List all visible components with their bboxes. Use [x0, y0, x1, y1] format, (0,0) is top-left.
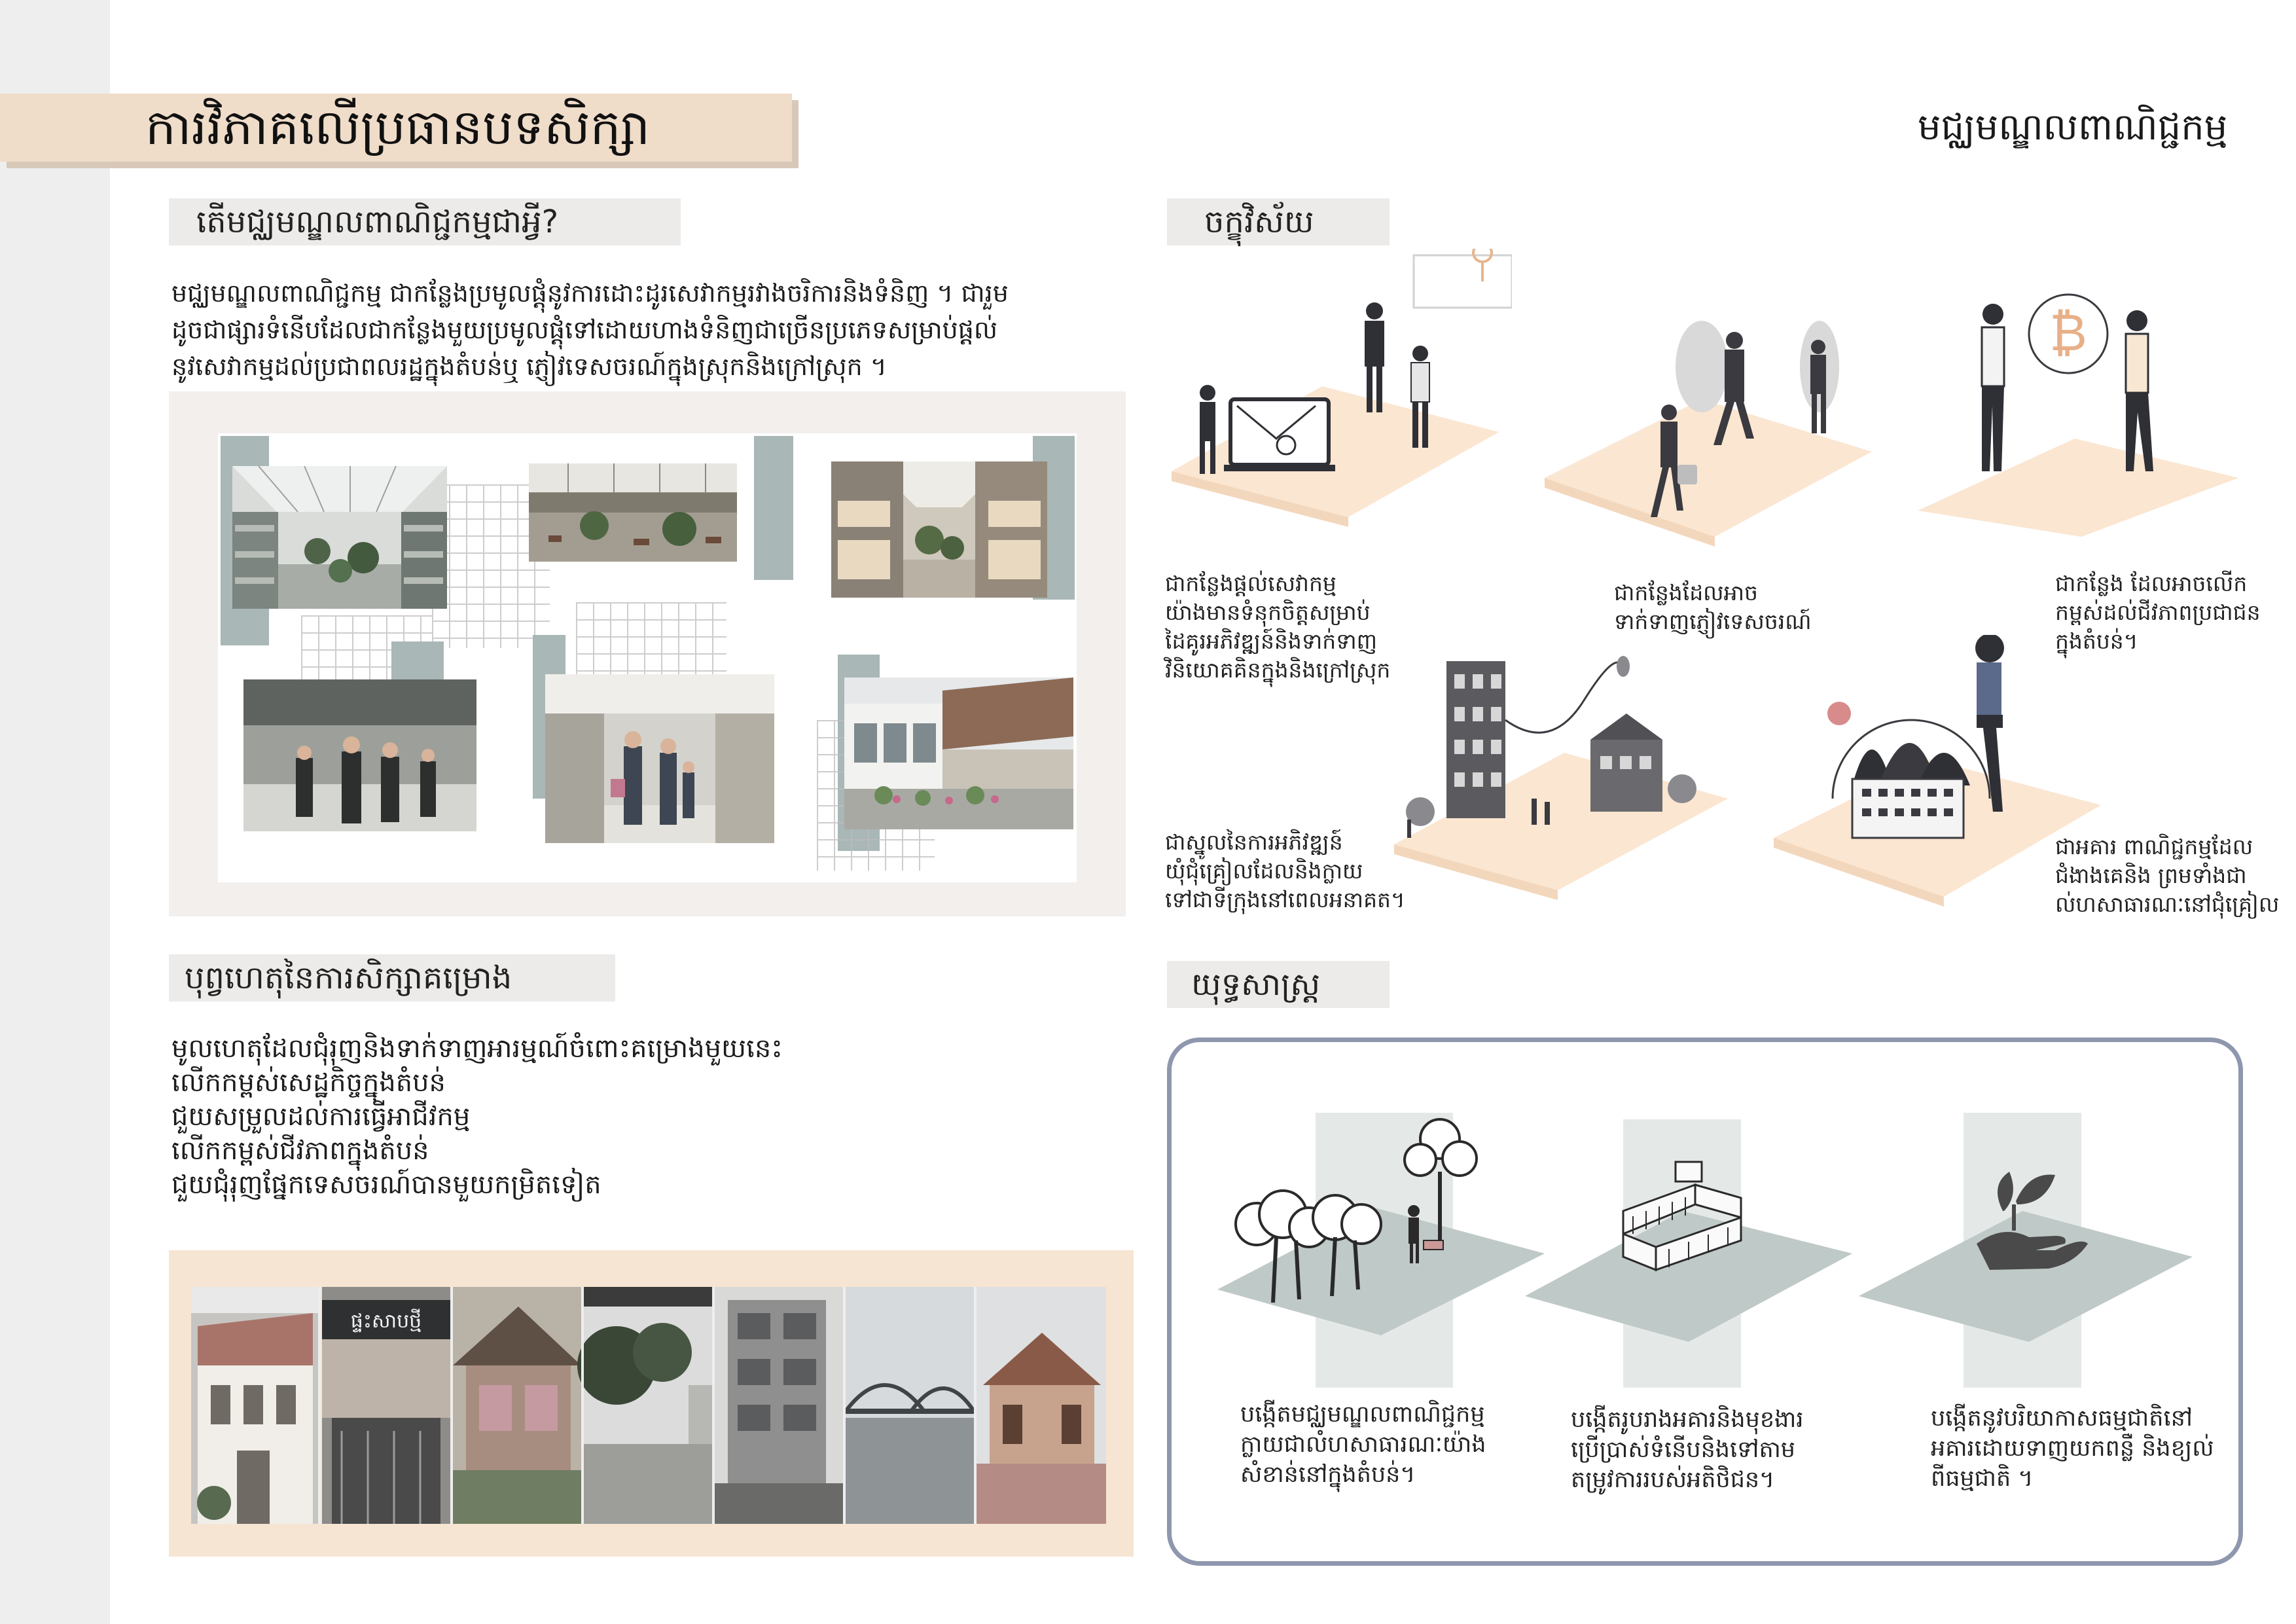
reason-line-3: ជួយសម្រួលដល់ការធ្វើអាជីវកម្ម — [171, 1102, 471, 1132]
vision-caption-4-line-1: ជាស្នូលនៃការអភិវឌ្ឍន៍ — [1165, 829, 1343, 855]
strategy-heading-tag — [1167, 961, 1390, 1008]
strategy-illustration-public-space — [1217, 1113, 1558, 1388]
vision-illustration-service — [1158, 249, 1512, 563]
what-is-line-3: នូវសេវាកម្មដល់ប្រជាពលរដ្ឋក្នុងតំបន់ឬ ភ្ញ… — [171, 352, 887, 381]
vision-caption-5-line-1: ជាអគារ ពាណិជ្ជកម្មដែល — [2055, 834, 2253, 859]
strategy-illustration-building — [1525, 1113, 1865, 1388]
strategy-caption-1-line-3: សំខាន់នៅក្នុងតំបន់។ — [1240, 1462, 1416, 1488]
plant-hand-icon — [1977, 1172, 2088, 1270]
vision-caption-1-line-2: យ៉ាងមានទំនុកចិត្តសម្រាប់ — [1165, 600, 1371, 625]
vision-caption-1-line-1: ជាកន្លែងផ្តល់សេវាកម្ម — [1165, 571, 1336, 596]
bitcoin-icon: ₿ — [2049, 304, 2087, 363]
historic-sign-text: ផ្ទះសាបថ្មី — [351, 1308, 422, 1333]
vision-heading-tag — [1167, 198, 1390, 245]
vision-caption-1-line-3: ដៃគូរអភិវឌ្ឍន៍និងទាក់ទាញ — [1165, 628, 1378, 654]
vision-heading: ចក្ខុវិស័យ — [1204, 204, 1314, 240]
vision-caption-5-line-2: ជំងាងគេនិង ព្រមទាំងជា — [2055, 863, 2247, 888]
vision-illustration-tourists — [1538, 301, 1878, 576]
page-title: ការវិភាគលើប្រធានបទសិក្សា — [145, 99, 651, 156]
vision-caption-4-line-2: យុំជុំគ្រៀលដែលនិងក្លាយ — [1165, 858, 1363, 884]
mall-interior-photo — [529, 463, 737, 562]
strategy-caption-1-line-2: ក្លាយជាលំហសាធារណៈយ៉ាង — [1240, 1432, 1486, 1458]
vision-caption-3-line-2: កម្ពស់ដល់ជីវភាពប្រជាជន — [2055, 600, 2261, 625]
what-is-line-1: មជ្ឈមណ្ឌលពាណិជ្ជកម្ម ជាកន្លែងប្រមូលផ្តុំ… — [171, 279, 1009, 308]
strategy-caption-2-line-3: តម្រូវការរបស់អតិថិជន។ — [1571, 1467, 1775, 1493]
vision-caption-5-line-3: ល់ហសាធារណៈនៅជុំគ្រៀល — [2055, 892, 2280, 917]
strategy-caption-3-line-3: ពីធម្មជាតិ ។ — [1931, 1466, 2034, 1492]
strategy-caption-2-line-1: បង្កើតរូបរាងអគារនិងមុខងារ — [1571, 1407, 1804, 1433]
vision-illustration-building — [1767, 635, 2108, 923]
reason-line-2: លើកកម្ពស់សេដ្ឋកិច្ចក្នុងតំបន់ — [171, 1068, 446, 1098]
vision-caption-2-line-1: ជាកន្លែងដែលអាច — [1614, 580, 1758, 605]
mall-shoppers-photo — [243, 679, 476, 831]
vision-caption-4-line-3: ទៅជាទីក្រុងនៅពេលអនាគត។ — [1165, 887, 1405, 912]
strategy-caption-2-line-2: ប្រើប្រាស់ទំនើបនិងទៅតាម — [1571, 1437, 1795, 1463]
what-is-heading: តើមជ្ឈមណ្ឌលពាណិជ្ជកម្មជាអ្វី? — [196, 204, 559, 240]
vision-caption-1-line-4: វិនិយោគគិនក្នុងនិងក្រៅស្រុក — [1165, 657, 1391, 683]
vision-caption-3-line-3: ក្នុងតំបន់។ — [2055, 628, 2138, 654]
reason-heading: បុព្វហេតុនៃការសិក្សាគម្រោង — [185, 960, 512, 996]
project-name: មជ្ឈមណ្ឌលពាណិជ្ជកម្ម — [1918, 106, 2228, 149]
vision-caption-2-line-2: ទាក់ទាញភ្ញៀវទេសចរណ៍ — [1614, 609, 1812, 634]
title-banner — [0, 94, 792, 162]
vision-caption-3-line-1: ជាកន្លែង ដែលអាចលើក — [2055, 571, 2248, 596]
left-margin-bar — [0, 0, 110, 1624]
reason-line-1: មូលហេតុដែលជុំរុញនិងទាក់ទាញអារម្មណ៍ចំពោះគ… — [171, 1034, 783, 1064]
mall-atrium-photo — [232, 466, 447, 609]
strategy-caption-1-line-1: បង្កើតមជ្ឈមណ្ឌលពាណិជ្ជកម្ម — [1240, 1401, 1485, 1428]
vision-illustration-city — [1381, 648, 1734, 923]
mall-family-photo — [545, 674, 774, 843]
strategy-heading: យុទ្ធសាស្រ្ត — [1191, 966, 1321, 1003]
sage-accent — [754, 436, 793, 580]
vision-illustration-economy: ₿ — [1905, 275, 2245, 537]
strategy-illustration-nature — [1859, 1113, 2199, 1388]
mall-outdoor-photo — [844, 677, 1073, 829]
mall-corridor-photo — [831, 461, 1047, 598]
strategy-caption-3-line-1: បង្កើតនូវបរិយាកាសធម្មជាតិនៅ — [1931, 1405, 2193, 1432]
historic-photo-strip: ផ្ទះសាបថ្មី — [191, 1287, 1106, 1524]
what-is-heading-tag — [169, 198, 681, 245]
reason-line-4: លើកកម្ពស់ជីវភាពក្នុងតំបន់ — [171, 1136, 429, 1166]
strategy-caption-3-line-2: អគារដោយទាញយកពន្លឺ និងខ្យល់ — [1931, 1435, 2214, 1462]
reason-heading-tag — [169, 954, 615, 1001]
reason-line-5: ជួយជុំរុញផ្នែកទេសចរណ៍បានមួយកម្រិតទៀត — [171, 1170, 601, 1200]
what-is-line-2: ដូចជាផ្សារទំនើបដែលជាកន្លែងមួយប្រមូលផ្តុំ… — [171, 316, 998, 344]
